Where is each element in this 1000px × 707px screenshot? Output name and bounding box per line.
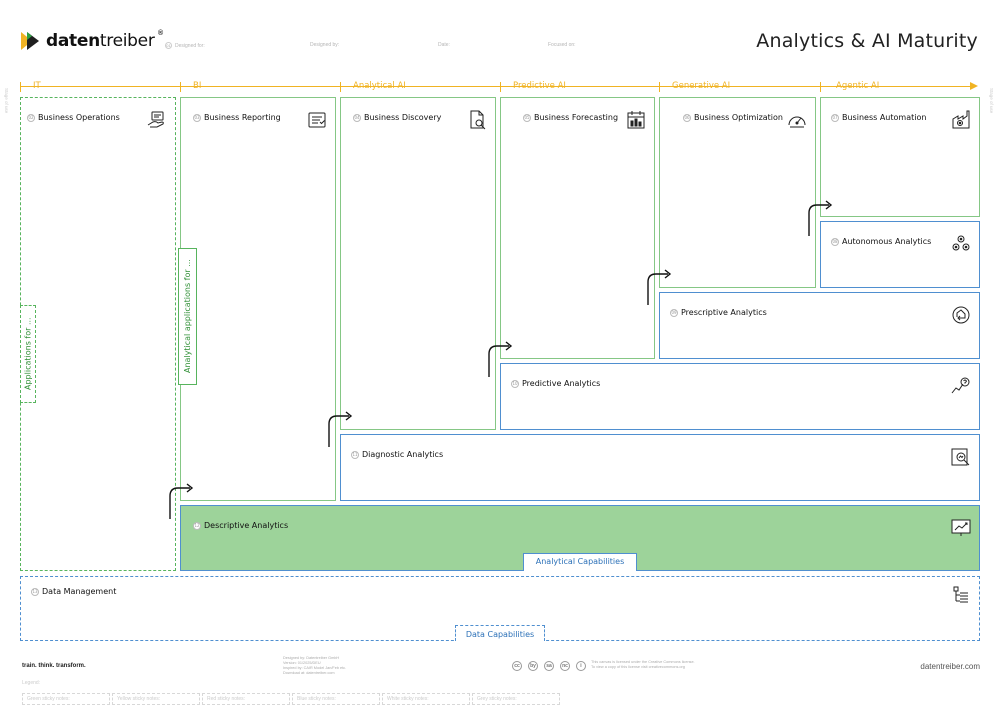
applications-group-label: Applications for ... bbox=[20, 305, 36, 403]
credit-line: Version: 01/2025/DEU bbox=[283, 661, 321, 665]
analytical-applications-group-label: Analytical applications for ... bbox=[178, 248, 197, 385]
step-arrow-icon bbox=[808, 200, 833, 236]
legend-item: White sticky notes: bbox=[382, 693, 470, 705]
factory-gear-icon bbox=[952, 110, 970, 129]
stage-axis-arrow-icon bbox=[970, 82, 978, 90]
logo-mark-icon bbox=[21, 32, 39, 50]
stage-generative-ai: Generative AI bbox=[672, 81, 731, 91]
stage-predictive-ai: Predictive AI bbox=[513, 81, 566, 91]
stage-analytical-ai: Analytical AI bbox=[353, 81, 406, 91]
license-text: This canvas is licensed under the Creati… bbox=[591, 660, 695, 670]
stage-tick bbox=[820, 82, 821, 92]
stage-bi: BI bbox=[193, 81, 202, 91]
registered-mark: ® bbox=[158, 30, 164, 37]
brand-tagline: train. think. transform. bbox=[22, 663, 86, 669]
step-arrow-icon bbox=[488, 341, 513, 377]
meta-designed-by[interactable]: Designed by: bbox=[310, 42, 340, 48]
license-line: To view a copy of this license visit cre… bbox=[591, 665, 685, 669]
stage-tick bbox=[180, 82, 181, 92]
cc-nc-icon[interactable]: nc bbox=[560, 661, 570, 671]
stage-it: IT bbox=[33, 81, 41, 91]
data-capabilities-group-label: Data Capabilities bbox=[455, 625, 545, 641]
credit-line: Designed by: Datentreiber GmbH bbox=[283, 656, 340, 660]
stage-axis-line bbox=[20, 86, 972, 87]
hand-laptop-icon bbox=[147, 111, 164, 128]
step-arrow-icon bbox=[647, 269, 672, 305]
step-arrow-icon bbox=[169, 483, 194, 519]
page-title: Analytics & AI Maturity bbox=[756, 30, 978, 52]
legend-item: Green sticky notes: bbox=[22, 693, 110, 705]
credit-line: Download at: datentreiber.com bbox=[283, 671, 335, 675]
stage-tick bbox=[20, 82, 21, 92]
legend-title: Legend: bbox=[22, 680, 41, 686]
presentation-chart-icon bbox=[951, 519, 971, 536]
credit-line: Inspired by: CAIR Model Jan/Feb etc. bbox=[283, 666, 347, 670]
chart-question-icon bbox=[951, 377, 970, 394]
data-list-icon bbox=[953, 586, 968, 603]
legend-item: Grey sticky notes: bbox=[472, 693, 560, 705]
legend-item: Yellow sticky notes: bbox=[112, 693, 200, 705]
step-arrow-icon bbox=[328, 411, 353, 447]
cc-by-icon[interactable]: by bbox=[528, 661, 538, 671]
analytical-capabilities-group-label: Analytical Capabilities bbox=[523, 553, 637, 571]
stage-agentic-ai: Agentic AI bbox=[836, 81, 880, 91]
meta-focused-on[interactable]: Focused on: bbox=[548, 42, 576, 48]
legend-item: Blue sticky notes: bbox=[292, 693, 380, 705]
brand-logo: datentreiber ® bbox=[20, 28, 163, 56]
magnifier-chart-icon bbox=[951, 448, 970, 466]
side-note-right: Stage of use bbox=[989, 88, 994, 114]
gears-cluster-icon bbox=[952, 235, 970, 251]
meta-date[interactable]: Date: bbox=[438, 42, 450, 48]
stage-tick bbox=[500, 82, 501, 92]
brand-name: datentreiber bbox=[46, 31, 155, 51]
credits-block: Designed by: Datentreiber GmbH Version: … bbox=[283, 656, 346, 676]
circular-arrow-icon bbox=[952, 306, 970, 324]
legend-item: Red sticky notes: bbox=[202, 693, 290, 705]
license-line: This canvas is licensed under the Creati… bbox=[591, 660, 695, 664]
document-search-icon bbox=[470, 110, 486, 130]
side-note-left: Stage of use bbox=[4, 88, 9, 114]
speedometer-icon bbox=[788, 116, 806, 128]
cc-license-icon[interactable]: cc bbox=[512, 661, 522, 671]
brand-domain-link[interactable]: datentreiber.com bbox=[920, 662, 980, 671]
stage-tick bbox=[659, 82, 660, 92]
info-icon[interactable]: i bbox=[576, 661, 586, 671]
report-list-icon bbox=[308, 112, 326, 128]
calendar-chart-icon bbox=[627, 111, 645, 129]
stage-tick bbox=[340, 82, 341, 92]
cc-sa-icon[interactable]: sa bbox=[544, 661, 554, 671]
